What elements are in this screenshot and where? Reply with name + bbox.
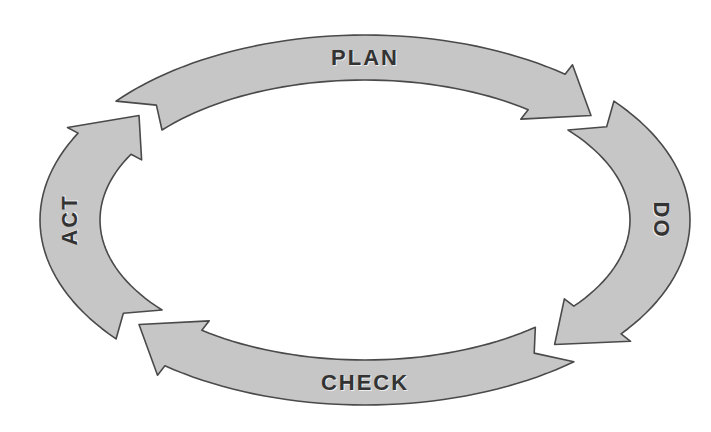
- cycle-arrow-band: PLAN: [114, 33, 593, 133]
- cycle-arrow-band: DO: [552, 99, 692, 347]
- band-shape: [38, 113, 164, 341]
- band-outline: [116, 35, 591, 130]
- band-outline: [555, 101, 690, 344]
- band-outline: [139, 321, 574, 405]
- band-outline: [40, 116, 162, 339]
- stage-label: PLAN: [331, 47, 399, 69]
- band-shape: [137, 318, 576, 407]
- stage-label: ACT: [59, 194, 81, 245]
- cycle-arrow-band: ACT: [38, 113, 164, 341]
- stage-label: DO: [649, 202, 671, 239]
- cycle-arrow-band: CHECK: [137, 318, 576, 407]
- stage-label: CHECK: [321, 372, 409, 394]
